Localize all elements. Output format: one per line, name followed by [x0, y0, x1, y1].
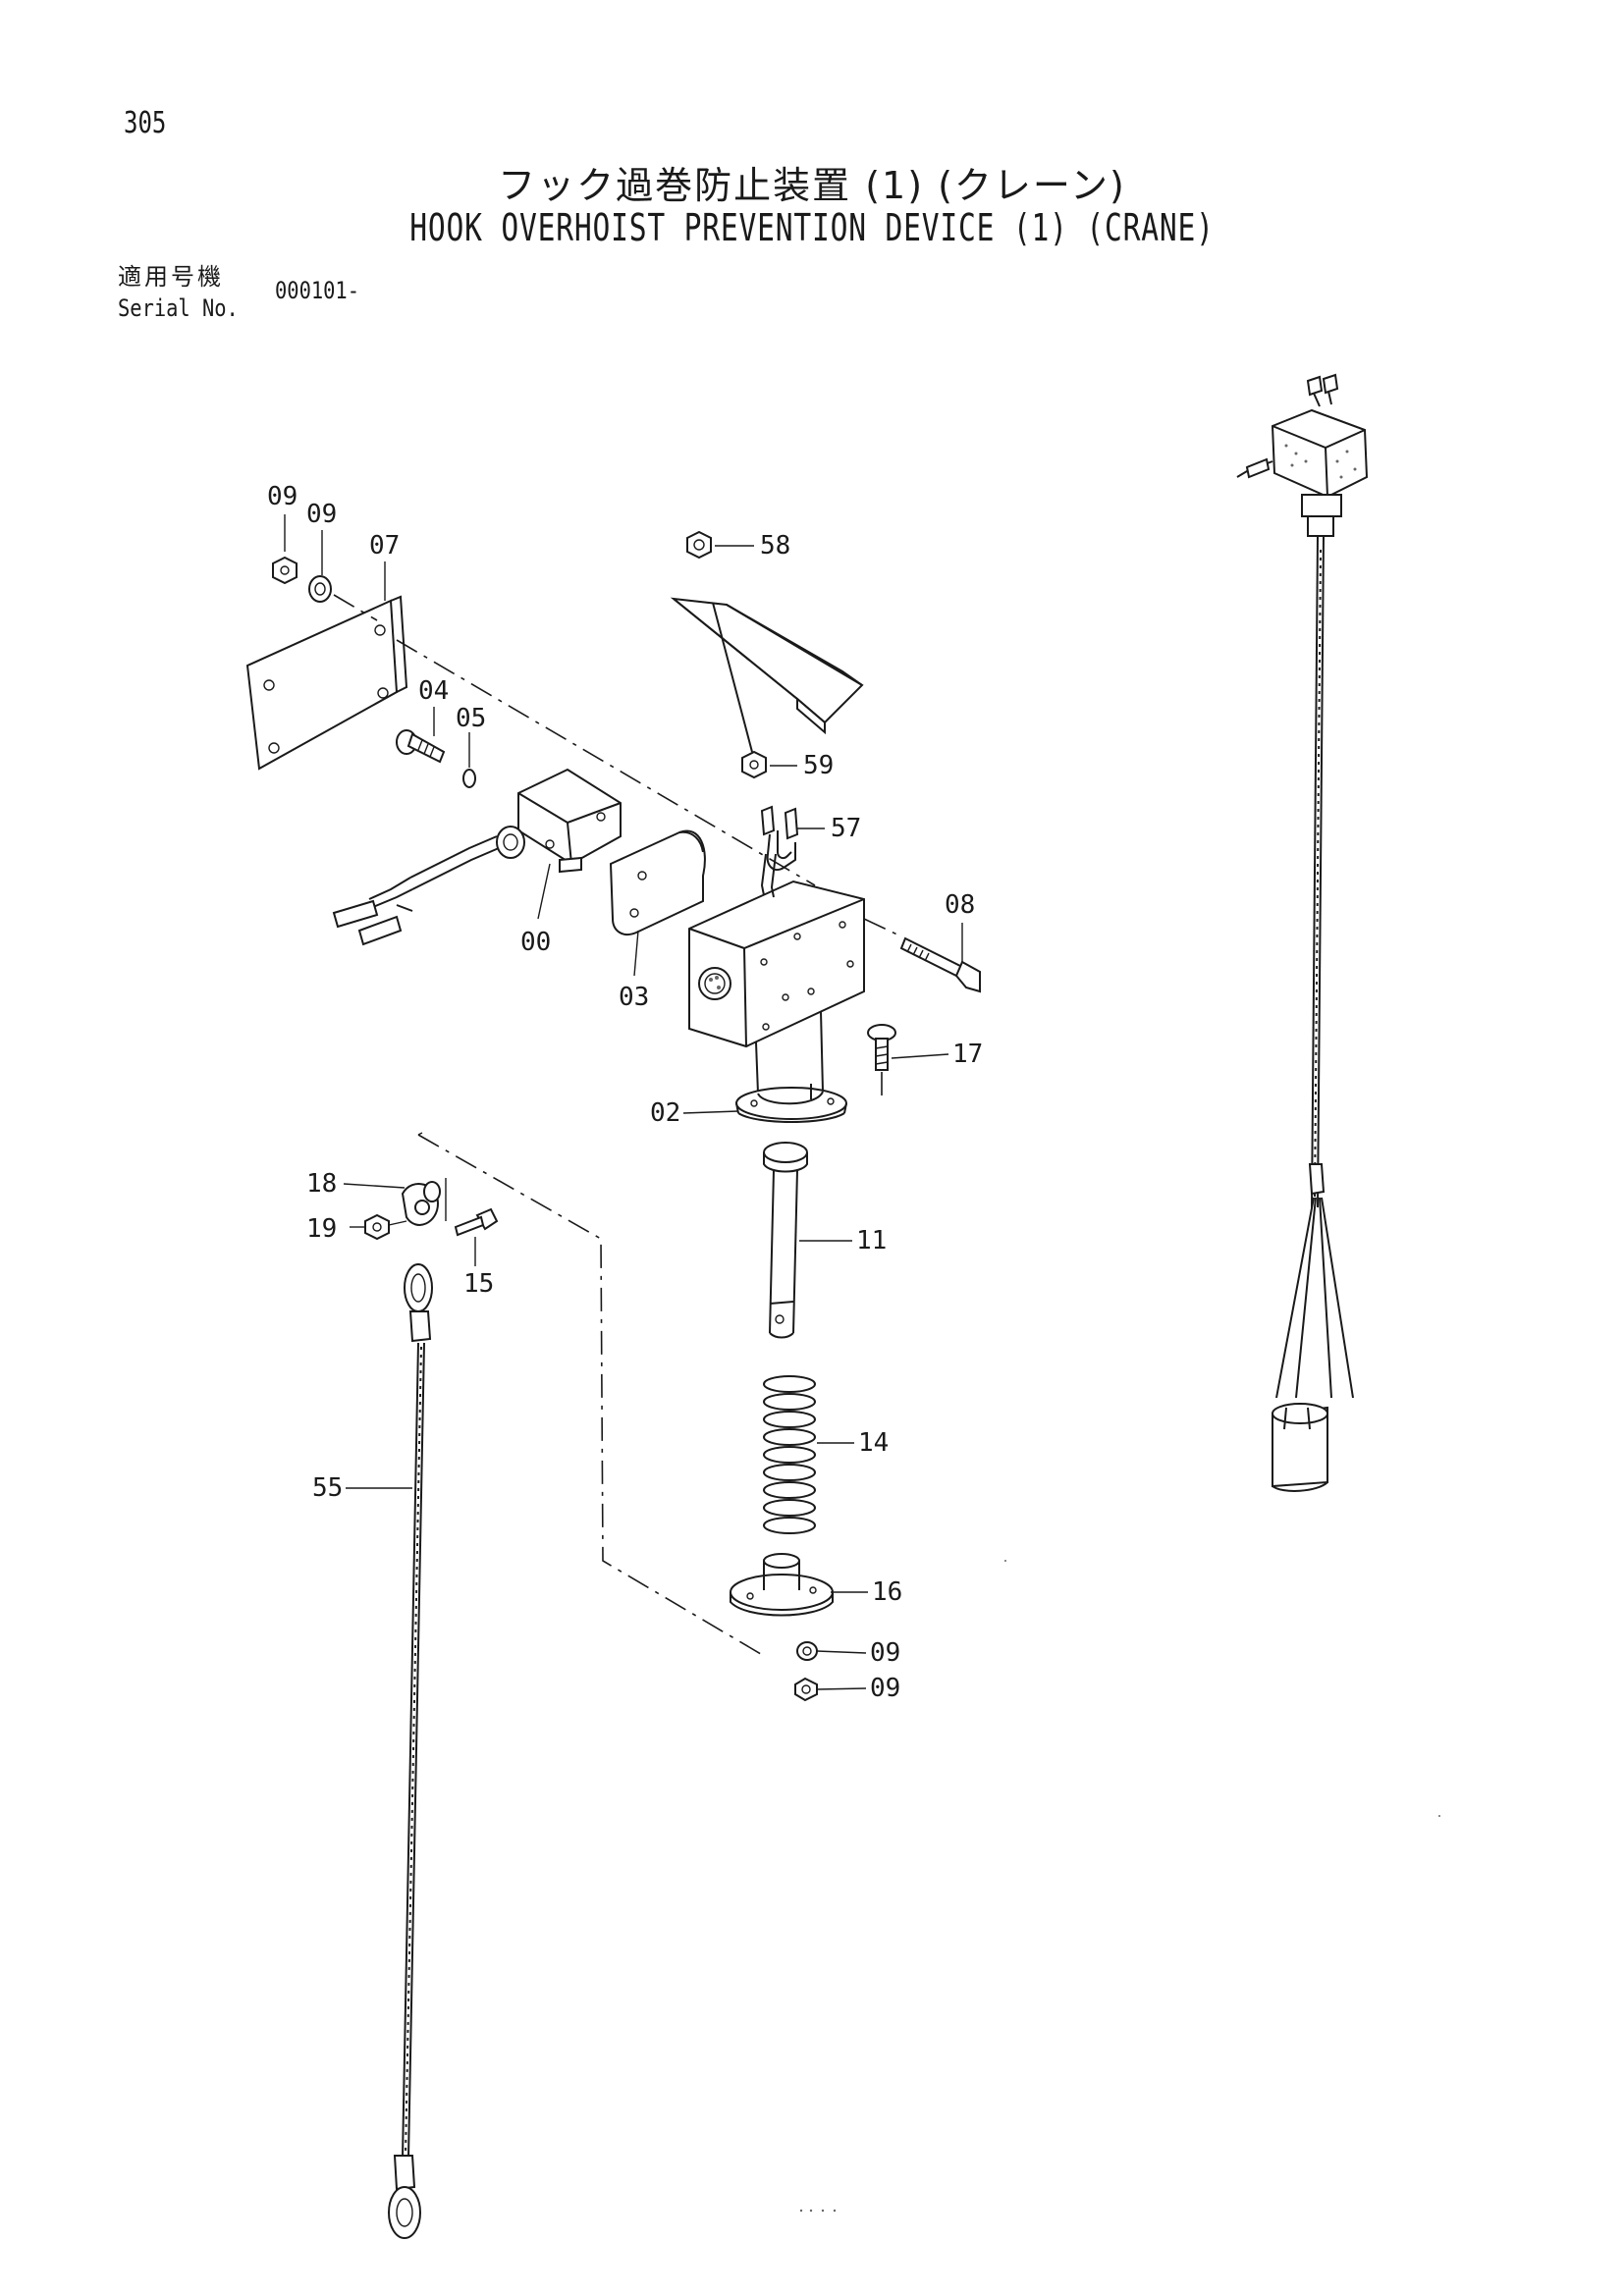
callout-58: 58: [760, 531, 790, 561]
wire-rope-55: [388, 1263, 433, 2239]
bolt-15: [454, 1207, 499, 1237]
callout-57: 57: [831, 814, 861, 843]
rope-guard-58: [670, 597, 864, 735]
assembly-line-tick: [417, 1132, 423, 1136]
leader-line: [712, 602, 753, 753]
callout-09-d: 09: [870, 1674, 900, 1703]
nut-09-lower-a: [796, 1641, 818, 1661]
callout-05: 05: [456, 704, 486, 733]
callout-09-c: 09: [870, 1638, 900, 1668]
nut-09-lower-b: [794, 1677, 818, 1702]
cover-plate-03: [609, 829, 706, 936]
page-title-english: HOOK OVERHOIST PREVENTION DEVICE (1) (CR…: [409, 206, 1215, 249]
callout-59: 59: [803, 751, 834, 780]
callout-03: 03: [619, 983, 649, 1012]
assembly-line: [417, 1134, 767, 1658]
washer-05: [462, 769, 476, 788]
bolt-17: [867, 1024, 896, 1099]
callout-11: 11: [856, 1226, 887, 1255]
callout-labels: 09 09 07 04 05 00 03 58 59 57 08 17 02 1…: [267, 482, 983, 1703]
bolt-08: [863, 918, 981, 993]
shackle-18: [401, 1178, 447, 1226]
callout-16: 16: [872, 1577, 902, 1607]
bolt-04: [396, 729, 446, 764]
callout-14: 14: [858, 1428, 889, 1458]
collar-16: [730, 1553, 834, 1617]
callout-09-a: 09: [267, 482, 298, 511]
callout-02: 02: [650, 1098, 680, 1128]
plunger-rod-11: [763, 1142, 808, 1339]
centerline: [333, 594, 378, 621]
callout-07: 07: [369, 531, 400, 561]
callout-19: 19: [306, 1214, 337, 1244]
nut-09-top-left: [272, 556, 298, 585]
limit-switch-00: [332, 768, 622, 946]
page-title-japanese: フック過巻防止装置 (1) (クレーン): [498, 164, 1126, 207]
callout-55: 55: [312, 1473, 343, 1503]
callout-09-b: 09: [306, 500, 337, 529]
serial-label-japanese: 適用号機: [118, 263, 224, 291]
mounting-plate-07: [245, 595, 408, 771]
wire-pin-57: [760, 805, 799, 898]
callout-leaders: [284, 514, 963, 1690]
nut-58: [686, 530, 712, 560]
callout-15: 15: [463, 1269, 494, 1299]
nut-09-top-right: [308, 575, 332, 603]
housing-bracket-02: [688, 880, 865, 1123]
assembled-view: [1236, 373, 1369, 1492]
page-number: 305: [124, 106, 167, 140]
centerline: [396, 639, 816, 886]
spring-14: [763, 1375, 816, 1534]
callout-04: 04: [418, 676, 449, 706]
callout-17: 17: [952, 1040, 983, 1069]
nut-19: [364, 1213, 407, 1241]
callout-08: 08: [945, 890, 975, 920]
callout-00: 00: [520, 928, 551, 957]
nut-59: [741, 750, 767, 779]
callout-18: 18: [306, 1169, 337, 1199]
scan-specks: [799, 1560, 1440, 2213]
serial-number-value: 000101-: [275, 277, 359, 304]
serial-label-english: Serial No.: [118, 294, 239, 322]
